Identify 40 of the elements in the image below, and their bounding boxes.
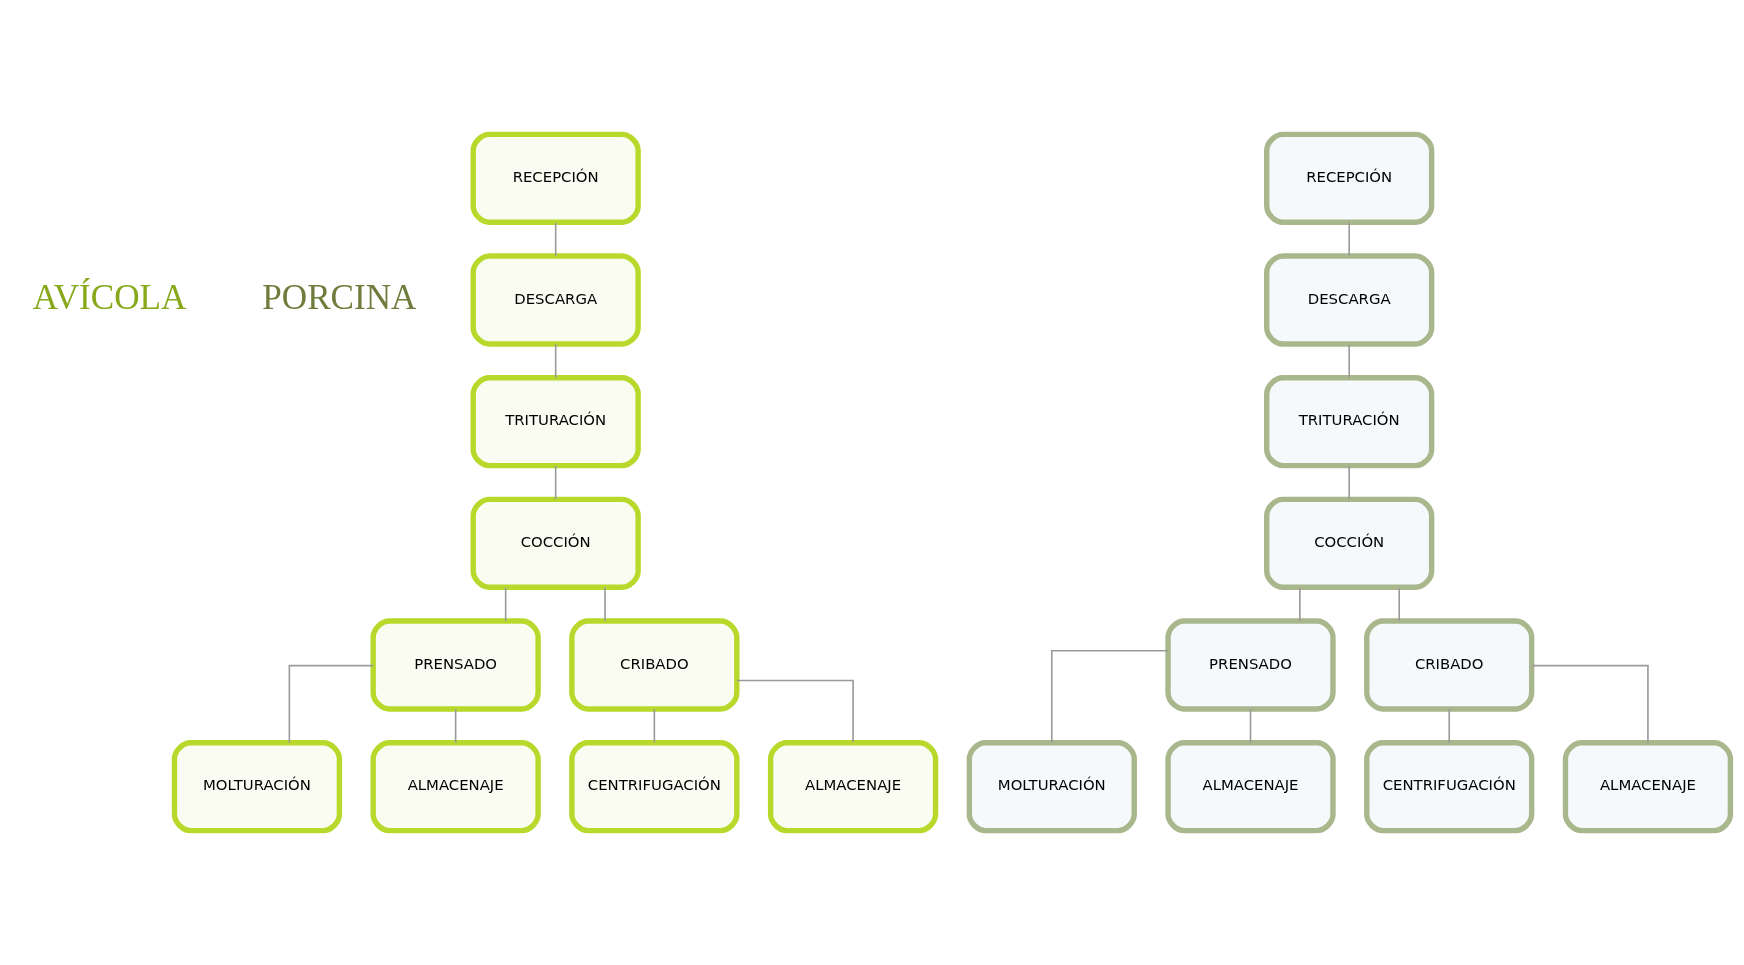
node-box: RECEPCIÓN — [1264, 131, 1435, 225]
node-box: CRIBADO — [569, 618, 740, 712]
node-box: CENTRIFUGACIÓN — [569, 740, 740, 834]
connector — [1398, 586, 1400, 622]
connector — [1530, 664, 1649, 744]
connector — [1348, 343, 1350, 379]
node-box: COCCIÓN — [1264, 496, 1435, 590]
node-box: CRIBADO — [1364, 618, 1535, 712]
node-box: RECEPCIÓN — [470, 131, 641, 225]
node-box: TRITURACIÓN — [1264, 375, 1435, 469]
node-box: DESCARGA — [470, 253, 641, 347]
connector — [554, 465, 557, 501]
node-box: PRENSADO — [370, 618, 541, 712]
connector — [454, 708, 457, 744]
node-box: DESCARGA — [1264, 253, 1435, 347]
connector — [504, 586, 507, 622]
connector — [604, 586, 606, 622]
node-box: ALMACENAJE — [767, 740, 939, 834]
connector — [736, 679, 854, 744]
node-box: MOLTURACIÓN — [171, 740, 343, 834]
node-box: ALMACENAJE — [1165, 740, 1336, 834]
node-box: TRITURACIÓN — [470, 375, 641, 469]
connector — [1348, 465, 1350, 501]
connector — [1299, 586, 1301, 622]
connector — [554, 343, 557, 379]
label: PORCINA — [262, 277, 417, 317]
node-box: ALMACENAJE — [370, 740, 541, 834]
node-box: CENTRIFUGACIÓN — [1364, 740, 1535, 834]
label: AVÍCOLA — [32, 277, 187, 317]
connector — [1051, 650, 1169, 744]
connector — [1448, 708, 1451, 744]
connector — [288, 664, 374, 744]
node-box: ALMACENAJE — [1562, 740, 1734, 834]
connector — [554, 221, 557, 257]
node-box: COCCIÓN — [470, 496, 641, 590]
node-box: PRENSADO — [1165, 618, 1336, 712]
connector — [1249, 708, 1252, 744]
connector — [653, 708, 656, 744]
node-box: MOLTURACIÓN — [966, 740, 1137, 834]
connector — [1348, 221, 1350, 257]
